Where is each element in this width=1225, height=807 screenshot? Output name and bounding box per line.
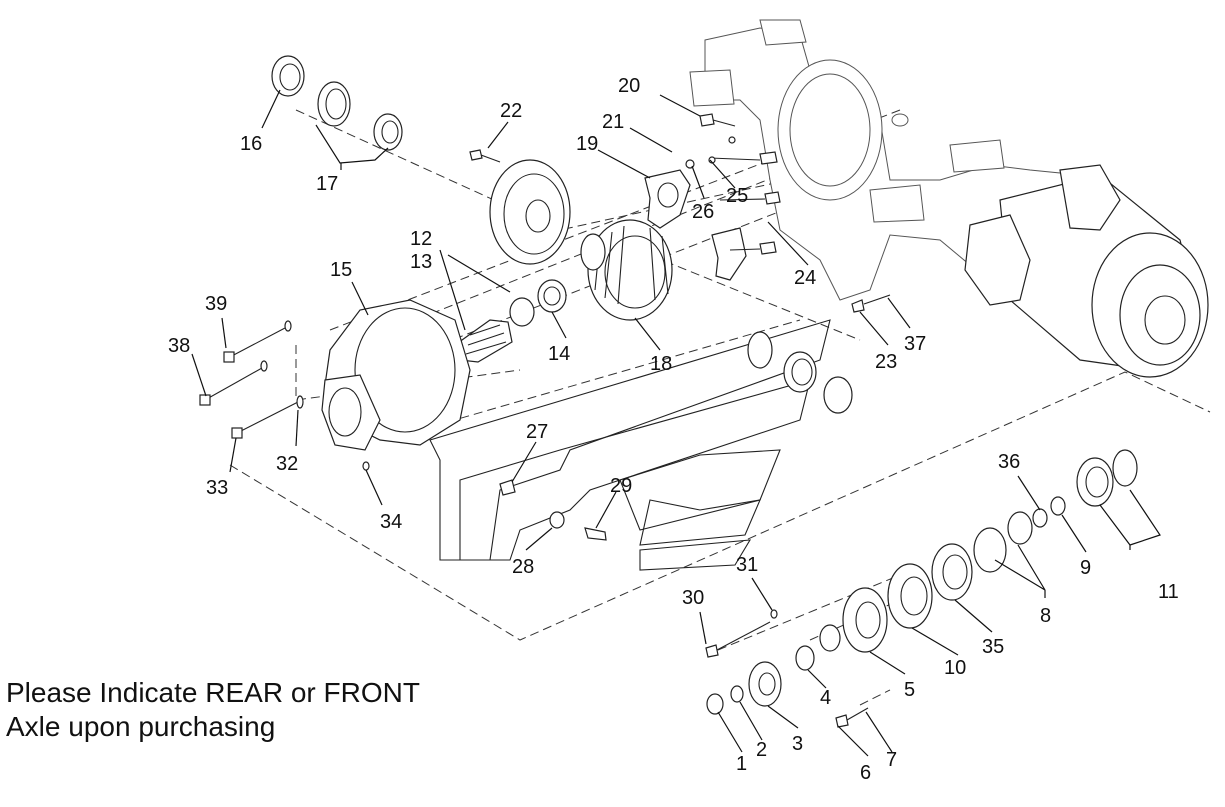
callout-22: 22 xyxy=(500,100,522,122)
part-23-37-fasteners xyxy=(851,294,891,313)
callout-31: 31 xyxy=(736,554,758,576)
callout-1: 1 xyxy=(736,753,747,775)
callout-21: 21 xyxy=(602,111,624,133)
part-6-7-bolt xyxy=(835,707,869,728)
callout-18: 18 xyxy=(650,353,672,375)
callout-20: 20 xyxy=(618,75,640,97)
purchase-note: Please Indicate REAR or FRONT Axle upon … xyxy=(6,676,420,744)
callout-13: 13 xyxy=(410,251,432,273)
part-15-carrier-housing xyxy=(321,299,471,451)
part-5-flange xyxy=(842,587,888,653)
callout-19: 19 xyxy=(576,133,598,155)
part-cap-lower xyxy=(711,227,747,281)
callout-39: 39 xyxy=(205,293,227,315)
callout-34: 34 xyxy=(380,511,402,533)
part-11-bearing xyxy=(1076,449,1138,507)
ring-gear xyxy=(489,159,571,265)
part-16-bearing-cup xyxy=(271,55,305,97)
part-17-bearing-set xyxy=(317,81,403,151)
callout-36: 36 xyxy=(998,451,1020,473)
part-35-shim xyxy=(931,543,973,601)
callout-12: 12 xyxy=(410,228,432,250)
pinion-bearings-mid xyxy=(747,331,853,414)
callout-17: 17 xyxy=(316,173,338,195)
part-34-pin xyxy=(362,461,370,471)
callout-24: 24 xyxy=(794,267,816,289)
carrier-fasteners xyxy=(199,320,304,439)
part-4-seals xyxy=(795,624,841,671)
wheel-hub xyxy=(964,164,1209,378)
chevron-outline-shapes xyxy=(429,319,831,571)
part-36-9-small xyxy=(1032,496,1066,528)
part-3-yoke xyxy=(748,661,782,707)
callout-labels: 16 17 22 20 21 19 26 25 24 12 13 15 14 1… xyxy=(168,75,1179,784)
part-2-washer xyxy=(730,685,744,703)
callout-9: 9 xyxy=(1080,557,1091,579)
callout-3: 3 xyxy=(792,733,803,755)
callout-8: 8 xyxy=(1040,605,1051,627)
callout-16: 16 xyxy=(240,133,262,155)
callout-30: 30 xyxy=(682,587,704,609)
callout-25: 25 xyxy=(726,185,748,207)
callout-29: 29 xyxy=(610,475,632,497)
part-18-differential-case xyxy=(580,219,673,321)
callout-33: 33 xyxy=(206,477,228,499)
part-10-retainer xyxy=(887,563,933,629)
purchase-note-line-1: Please Indicate REAR or FRONT xyxy=(6,677,420,708)
part-27-28-29-small xyxy=(499,479,607,541)
part-1-nut xyxy=(706,693,724,715)
callout-6: 6 xyxy=(860,762,871,784)
cap-bolts xyxy=(685,113,781,255)
callout-2: 2 xyxy=(756,739,767,761)
part-8-bearing xyxy=(973,511,1033,573)
callout-4: 4 xyxy=(820,687,831,709)
callout-32: 32 xyxy=(276,453,298,475)
part-22-bolt xyxy=(469,149,501,163)
callout-23: 23 xyxy=(875,351,897,373)
callout-leader-lines xyxy=(191,89,1161,757)
callout-5: 5 xyxy=(904,679,915,701)
callout-37: 37 xyxy=(904,333,926,355)
callout-38: 38 xyxy=(168,335,190,357)
part-14-pinion-bearing xyxy=(509,279,567,327)
callout-10: 10 xyxy=(944,657,966,679)
callout-26: 26 xyxy=(692,201,714,223)
callout-27: 27 xyxy=(526,421,548,443)
callout-15: 15 xyxy=(330,259,352,281)
callout-11: 11 xyxy=(1158,581,1179,603)
callout-28: 28 xyxy=(512,556,534,578)
part-30-31-bolt xyxy=(705,609,778,658)
callout-7: 7 xyxy=(886,749,897,771)
callout-14: 14 xyxy=(548,343,570,365)
part-19-bearing-cap xyxy=(644,169,691,229)
callout-35: 35 xyxy=(982,636,1004,658)
purchase-note-line-2: Axle upon purchasing xyxy=(6,711,276,742)
